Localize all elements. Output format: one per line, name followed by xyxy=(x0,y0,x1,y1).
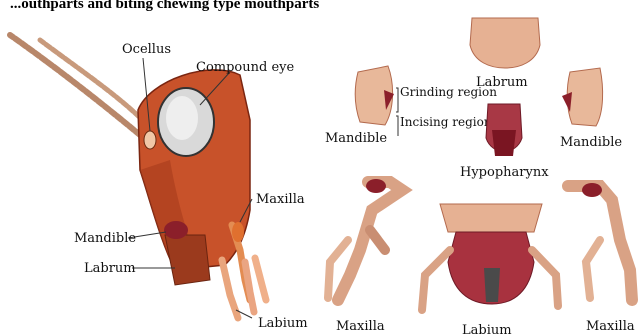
label-labium-part: Labium xyxy=(462,323,512,334)
label-mandible-left: Mandible xyxy=(325,131,387,146)
label-maxilla-left: Maxilla xyxy=(336,319,385,334)
mouthparts-dissection: Labrum Mandible Grinding region Incising… xyxy=(325,18,635,334)
mandible-right-shape xyxy=(567,68,602,126)
label-incising-region-text: Incising region xyxy=(400,115,492,129)
labrum-shape xyxy=(165,235,210,285)
maxilla-left-shape xyxy=(328,179,402,300)
label-maxilla-right: Maxilla xyxy=(586,319,635,334)
label-grinding-region: Grinding region xyxy=(400,85,497,99)
labium-part-shape xyxy=(422,204,558,310)
labium-palp-3 xyxy=(245,262,254,312)
labrum-part-shape xyxy=(470,18,540,68)
label-mandible-right: Mandible xyxy=(560,135,622,150)
label-maxilla-head: Maxilla xyxy=(256,192,305,207)
ocellus-shape xyxy=(144,131,156,149)
compound-eye-highlight xyxy=(166,96,198,140)
region-bracket xyxy=(396,88,398,136)
hypopharynx-tip xyxy=(492,130,516,156)
maxilla-base xyxy=(232,222,244,242)
label-hypopharynx: Hypopharynx xyxy=(460,165,549,180)
maxilla-right-shape xyxy=(568,183,632,300)
label-grinding-region-text: Grinding region xyxy=(400,85,497,99)
figure-caption: ...outhparts and biting chewing type mou… xyxy=(10,0,319,12)
insect-head-illustration: Ocellus Compound eye Maxilla Mandible La… xyxy=(10,35,308,331)
label-ocellus: Ocellus xyxy=(122,42,171,57)
labium-palp-2 xyxy=(255,258,266,300)
label-labium-head: Labium xyxy=(258,316,308,331)
labium-palp-1 xyxy=(222,260,238,318)
label-compound-eye: Compound eye xyxy=(196,60,294,75)
label-incising-region: Incising region xyxy=(400,115,492,129)
label-mandible-head: Mandible xyxy=(74,231,136,246)
label-labrum-head: Labrum xyxy=(84,261,136,276)
mandible-shape xyxy=(164,221,188,239)
antenna-left xyxy=(10,35,140,135)
